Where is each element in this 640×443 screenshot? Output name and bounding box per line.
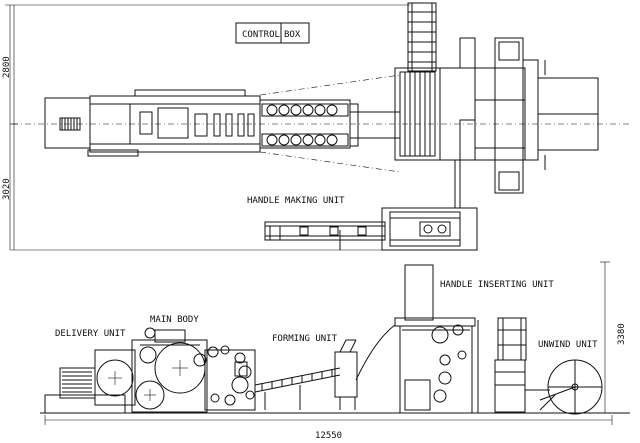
dim-top-upper-height: 2800 (2, 56, 12, 78)
paper-path (355, 324, 396, 381)
main-body-drawing (131, 327, 208, 413)
plan-forming-conveyor (259, 99, 400, 149)
handle-inserting-unit-label: HANDLE INSERTING UNIT (440, 280, 554, 290)
unwind-unit-label: UNWIND UNIT (538, 340, 598, 350)
drive-section-drawing (204, 345, 256, 411)
dim-total-length: 12550 (315, 431, 342, 441)
control-box (235, 22, 310, 44)
forming-unit-drawing (254, 339, 358, 410)
plan-dimensions (10, 5, 18, 250)
sweep-line-upper (259, 74, 401, 96)
control-box-label-right: BOX (284, 30, 301, 40)
delivery-unit-drawing (44, 349, 136, 414)
plan-main-line (44, 89, 261, 157)
delivery-unit-label: DELIVERY UNIT (55, 329, 126, 339)
side-elevation (40, 261, 630, 425)
conveyor-rollers-bottom (266, 134, 338, 146)
handle-inserting-unit-drawing (394, 264, 479, 414)
unwind-unit-drawing (494, 317, 603, 415)
plan-handle-making-unit (264, 207, 478, 251)
plan-handle-inserting (394, 2, 526, 208)
main-body-label: MAIN BODY (150, 315, 199, 325)
plan-view (5, 2, 630, 251)
control-box-label-left: CONTROL (242, 30, 280, 40)
dim-top-lower-height: 3020 (2, 178, 12, 200)
forming-unit-label: FORMING UNIT (272, 334, 338, 344)
sweep-line-lower (259, 151, 401, 173)
conveyor-rollers-top (266, 104, 338, 116)
handle-making-unit-label: HANDLE MAKING UNIT (247, 196, 345, 206)
dim-side-height: 3380 (617, 323, 627, 345)
plan-unwind-unit (494, 37, 599, 194)
